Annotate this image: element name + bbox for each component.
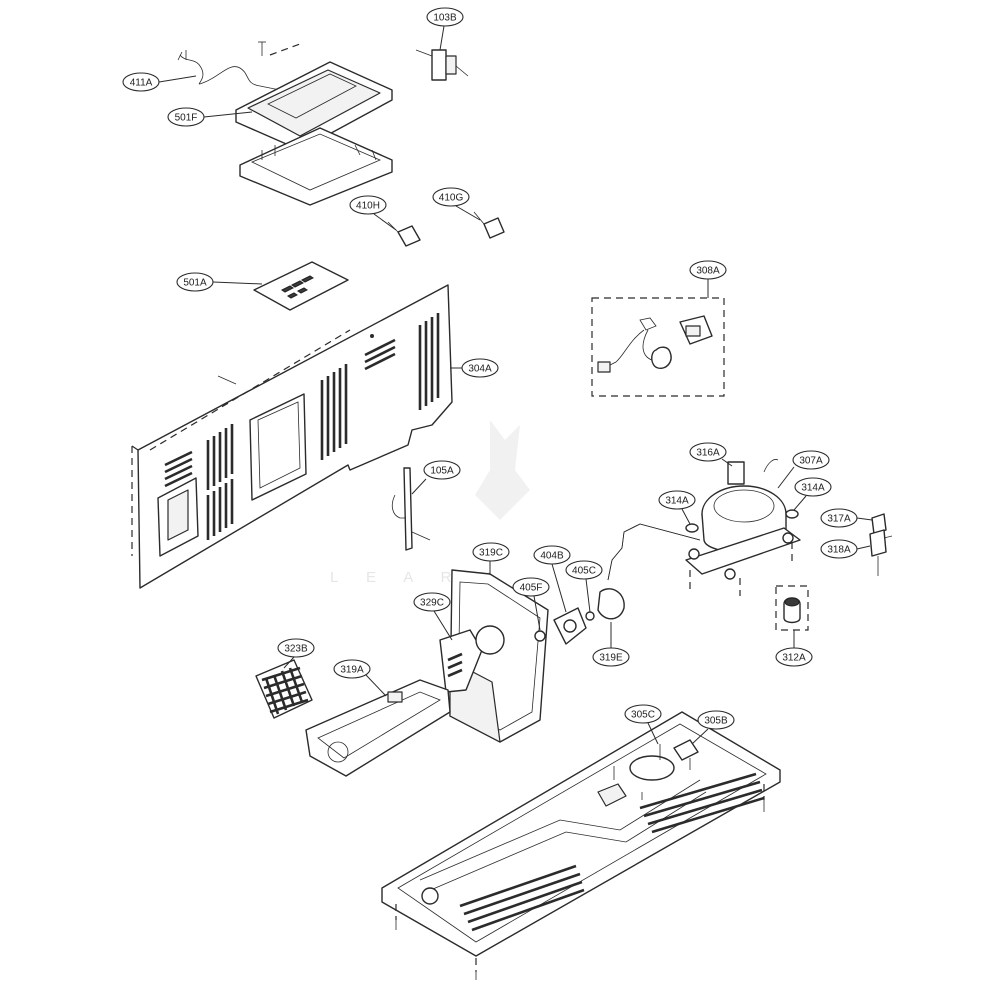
callout-308a-label: 308A — [696, 266, 720, 277]
fan-shroud-319c — [449, 569, 549, 743]
callout-501f: 501F — [167, 107, 253, 127]
drain-tube-105a — [391, 467, 431, 551]
callout-318a-label: 318A — [827, 545, 851, 556]
callout-405c-label: 405C — [572, 566, 596, 577]
sensor-bracket-103b — [415, 49, 469, 81]
callout-319e: 319E — [592, 622, 630, 667]
callout-410h: 410H — [349, 195, 397, 231]
callout-411a: 411A — [122, 72, 197, 92]
callout-318a: 318A — [820, 539, 871, 559]
callout-319a-label: 319A — [340, 665, 364, 676]
callout-314a-right-label: 314A — [801, 483, 825, 494]
callout-103b-label: 103B — [433, 13, 457, 24]
callout-307a: 307A — [777, 450, 830, 489]
control-board-501a — [253, 261, 349, 311]
watermark: L E A R N — [330, 420, 530, 586]
fan-motor-329c — [439, 625, 505, 693]
callout-405f: 405F — [512, 577, 550, 631]
callout-312a-label: 312A — [782, 653, 806, 664]
callout-410h-label: 410H — [356, 201, 380, 212]
callout-105a: 105A — [411, 460, 461, 495]
callout-329c-label: 329C — [420, 598, 444, 609]
lamp-410g — [473, 211, 505, 239]
callout-501f-label: 501F — [175, 113, 198, 124]
callout-316a: 316A — [689, 442, 733, 467]
callout-319a: 319A — [333, 659, 387, 697]
callout-317a: 317A — [820, 508, 873, 528]
callout-410g-label: 410G — [439, 193, 464, 204]
callout-319c: 319C — [472, 542, 510, 575]
wiring-kit-308a — [591, 297, 725, 397]
callout-501a: 501A — [176, 272, 263, 292]
callout-323b: 323B — [277, 638, 315, 669]
svg-text:L E A R N: L E A R N — [330, 569, 502, 586]
callout-304a-label: 304A — [468, 364, 492, 375]
lamp-410h — [387, 221, 421, 247]
callout-404b-label: 404B — [540, 551, 564, 562]
capacitor-312a — [775, 585, 809, 631]
callout-405f-label: 405F — [520, 583, 543, 594]
callout-411a-label: 411A — [130, 78, 153, 89]
callout-319e-label: 319E — [599, 653, 623, 664]
callout-305c: 305C — [624, 704, 662, 745]
base-plate — [381, 711, 781, 980]
base-tray-319a — [305, 679, 451, 777]
callout-410g: 410G — [432, 187, 481, 221]
callout-317a-label: 317A — [827, 514, 851, 525]
callout-404b: 404B — [533, 545, 571, 613]
callout-314a-right: 314A — [793, 477, 832, 511]
callout-312a: 312A — [775, 630, 813, 667]
callout-304a: 304A — [450, 358, 499, 378]
callout-103b: 103B — [426, 7, 464, 51]
callout-105a-label: 105A — [430, 466, 454, 477]
start-relay-317a-318a — [869, 513, 893, 576]
callout-501a-label: 501A — [183, 278, 207, 289]
callout-labels: 411A 501F 103B 410H 410G 501A — [122, 7, 873, 745]
callout-314a-left: 314A — [658, 490, 696, 525]
condenser-323b — [255, 659, 313, 719]
callout-308a: 308A — [689, 260, 727, 298]
callout-323b-label: 323B — [284, 644, 308, 655]
control-housing-assembly — [177, 41, 393, 206]
callout-307a-label: 307A — [799, 456, 823, 467]
callout-314a-left-label: 314A — [665, 496, 689, 507]
callout-329c: 329C — [413, 592, 453, 641]
compressor-307a — [607, 459, 801, 596]
callout-316a-label: 316A — [696, 448, 720, 459]
callout-305c-label: 305C — [631, 710, 655, 721]
back-panel-304a — [131, 284, 453, 589]
callout-305b-label: 305B — [704, 716, 728, 727]
fan-blade-parts — [534, 588, 625, 645]
callout-305b: 305B — [691, 710, 735, 745]
callout-319c-label: 319C — [479, 548, 503, 559]
callout-405c: 405C — [565, 560, 603, 613]
